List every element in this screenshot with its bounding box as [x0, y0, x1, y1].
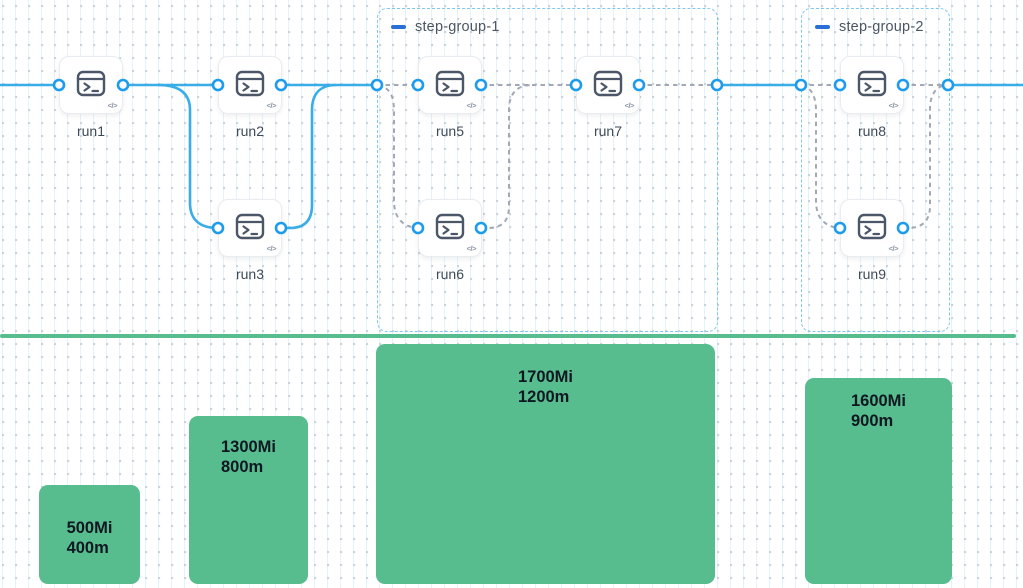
dash-icon[interactable]	[391, 25, 406, 29]
node-card[interactable]: </>	[840, 56, 904, 114]
code-icon: </>	[266, 101, 277, 110]
node-run7[interactable]: </> run7	[576, 56, 640, 139]
cpu-value: 1200m	[517, 388, 570, 406]
edge-run3-merge	[281, 83, 337, 230]
code-icon: </>	[888, 101, 899, 110]
step-group-2-header: step-group-2	[802, 9, 949, 35]
node-run1[interactable]: </> run1	[59, 56, 123, 139]
resource-bar-run1: 500Mi 400m	[39, 485, 140, 584]
memory-value: 1300Mi	[220, 438, 277, 456]
cpu-value: 400m	[66, 539, 109, 557]
step-group-1-label: step-group-1	[415, 19, 500, 35]
node-card[interactable]: </>	[59, 56, 123, 114]
node-run8[interactable]: </> run8	[840, 56, 904, 139]
node-run2[interactable]: </> run2	[218, 56, 282, 139]
node-card[interactable]: </>	[576, 56, 640, 114]
code-icon: </>	[466, 101, 477, 110]
resource-bar-label: 1600Mi 900m	[851, 378, 906, 584]
node-card[interactable]: </>	[418, 56, 482, 114]
resource-bar-step-group-2: 1600Mi 900m	[805, 378, 952, 584]
node-run6[interactable]: </> run6	[418, 199, 482, 282]
memory-value: 500Mi	[66, 519, 113, 537]
code-icon: </>	[624, 101, 635, 110]
terminal-icon	[593, 70, 623, 96]
code-icon: </>	[107, 101, 118, 110]
code-icon: </>	[888, 244, 899, 253]
cpu-value: 900m	[850, 412, 894, 430]
node-run5[interactable]: </> run5	[418, 56, 482, 139]
memory-value: 1600Mi	[850, 392, 907, 410]
memory-value: 1700Mi	[517, 368, 574, 386]
code-icon: </>	[266, 244, 277, 253]
node-label: run2	[235, 123, 265, 139]
node-label: run6	[435, 266, 465, 282]
node-label: run7	[593, 123, 623, 139]
step-group-2-label: step-group-2	[839, 19, 924, 35]
terminal-icon	[235, 70, 265, 96]
resource-bar-label: 1300Mi 800m	[221, 416, 276, 584]
node-run9[interactable]: </> run9	[840, 199, 904, 282]
node-card[interactable]: </>	[418, 199, 482, 257]
resource-bar-step-group-1: 1700Mi 1200m	[376, 344, 715, 584]
cpu-value: 800m	[220, 458, 264, 476]
node-card[interactable]: </>	[218, 56, 282, 114]
terminal-icon	[857, 70, 887, 96]
terminal-icon	[76, 70, 106, 96]
node-label: run5	[435, 123, 465, 139]
node-run3[interactable]: </> run3	[218, 199, 282, 282]
node-label: run3	[235, 266, 265, 282]
node-card[interactable]: </>	[840, 199, 904, 257]
edge-run1-run3	[157, 83, 219, 230]
terminal-icon	[435, 70, 465, 96]
terminal-icon	[235, 213, 265, 239]
resource-bar-label: 500Mi 400m	[67, 485, 113, 584]
node-label: run9	[857, 266, 887, 282]
code-icon: </>	[466, 244, 477, 253]
node-label: run1	[76, 123, 106, 139]
step-group-1-box[interactable]: step-group-1	[377, 8, 718, 332]
terminal-icon	[435, 213, 465, 239]
step-group-2-box[interactable]: step-group-2	[801, 8, 950, 332]
step-group-1-header: step-group-1	[378, 9, 717, 35]
node-label: run8	[857, 123, 887, 139]
resource-bar-label: 1700Mi 1200m	[518, 344, 573, 584]
resource-bar-run2-run3: 1300Mi 800m	[189, 416, 308, 584]
node-card[interactable]: </>	[218, 199, 282, 257]
dash-icon[interactable]	[815, 25, 830, 29]
terminal-icon	[857, 213, 887, 239]
resource-divider-line	[0, 334, 1016, 338]
